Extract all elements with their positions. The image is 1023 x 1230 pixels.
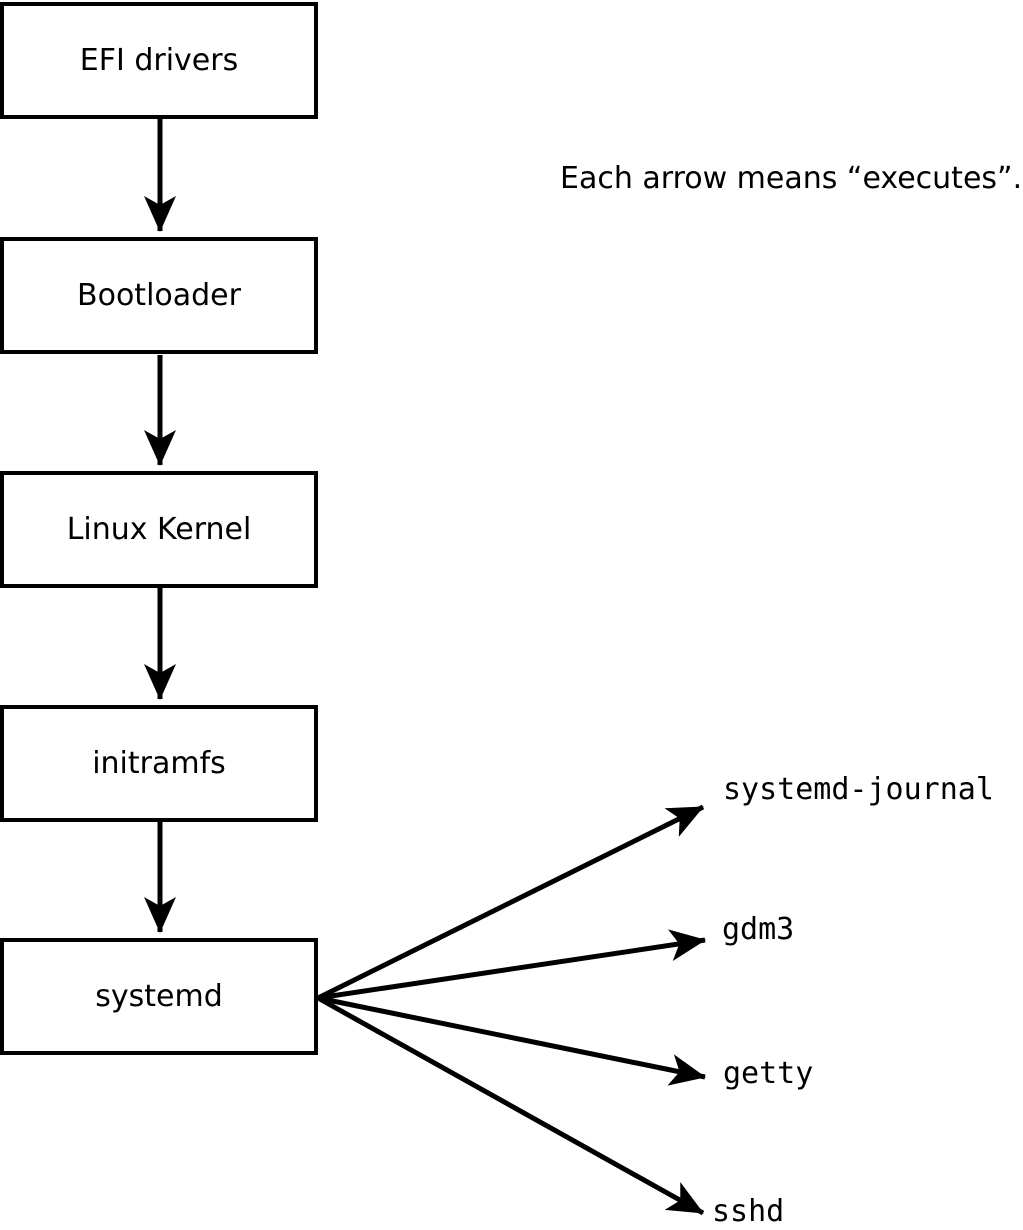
- target-label-systemd-journal: systemd-journal: [723, 772, 994, 807]
- node-systemd-label: systemd: [95, 978, 223, 1014]
- arrow-systemd-to-getty: [317, 995, 706, 1086]
- arrow-systemd-to-sshd: [316, 995, 705, 1216]
- node-initramfs-label: initramfs: [92, 745, 226, 781]
- arrow-systemd-to-gdm3: [317, 929, 706, 1001]
- node-bootloader-label: Bootloader: [77, 277, 241, 313]
- arrow-meaning-annotation: Each arrow means “executes”.: [560, 161, 1023, 196]
- node-efi-drivers-label: EFI drivers: [79, 42, 239, 78]
- node-linux-kernel-label: Linux Kernel: [66, 511, 252, 547]
- node-systemd: systemd: [0, 938, 318, 1055]
- node-linux-kernel: Linux Kernel: [0, 471, 318, 588]
- node-bootloader: Bootloader: [0, 237, 318, 354]
- node-efi-drivers: EFI drivers: [0, 2, 318, 119]
- arrow-systemd-to-journal: [316, 804, 705, 1001]
- target-label-getty: getty: [723, 1056, 814, 1091]
- node-initramfs: initramfs: [0, 705, 318, 822]
- target-label-sshd: sshd: [712, 1194, 785, 1229]
- target-label-gdm3: gdm3: [722, 912, 795, 947]
